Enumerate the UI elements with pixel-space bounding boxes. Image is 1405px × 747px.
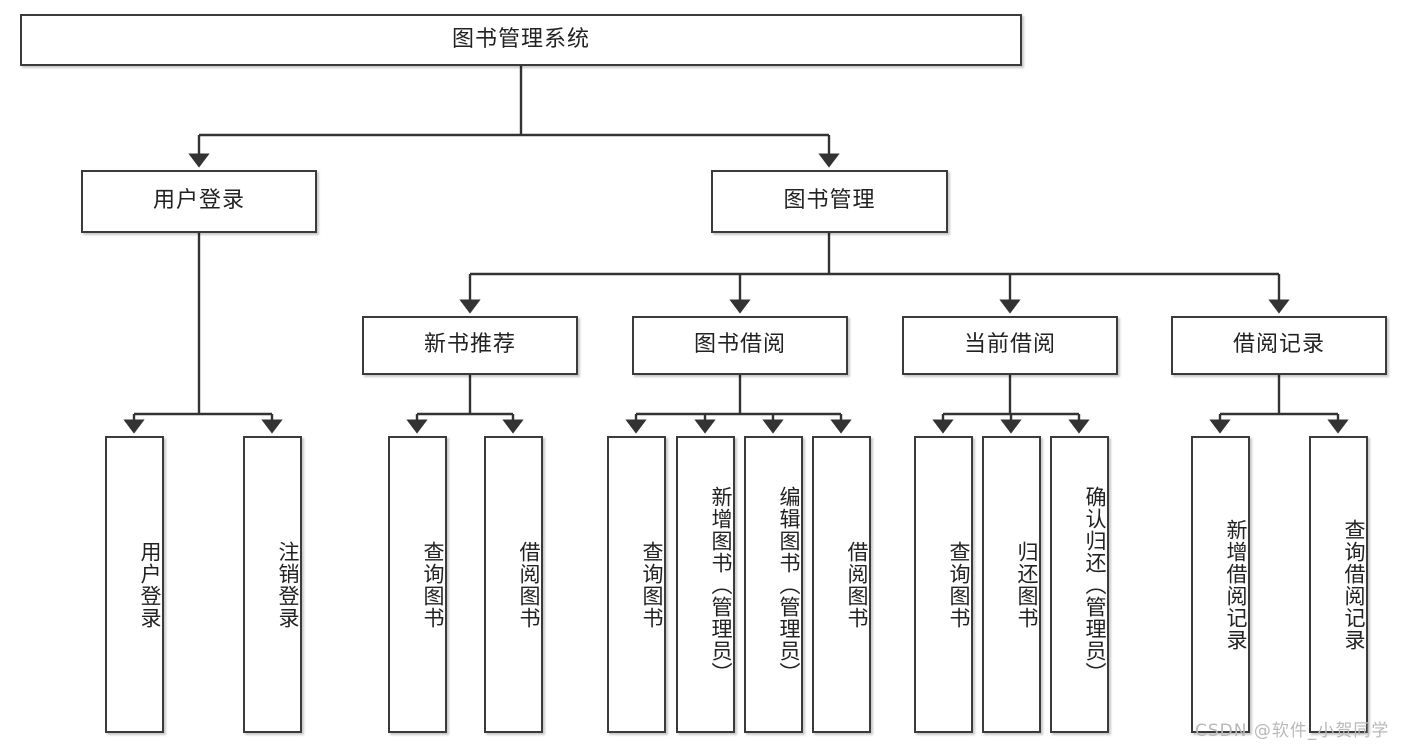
- node-leaf-return-book[interactable]: 归还图书: [982, 436, 1041, 733]
- node-label: 借阅图书: [845, 540, 869, 629]
- node-root-system[interactable]: 图书管理系统: [20, 14, 1022, 66]
- node-leaf-query-borrow-record[interactable]: 查询借阅记录: [1309, 436, 1368, 733]
- node-label: 查询图书: [421, 540, 445, 629]
- node-label: 用户登录: [152, 188, 245, 214]
- node-book-borrow[interactable]: 图书借阅: [632, 316, 848, 375]
- node-leaf-query-book-3[interactable]: 查询图书: [914, 436, 973, 733]
- node-label: 借阅图书: [517, 540, 541, 629]
- node-leaf-add-borrow-record[interactable]: 新增借阅记录: [1191, 436, 1250, 733]
- node-leaf-confirm-return[interactable]: 确认归还（管理员）: [1050, 436, 1109, 733]
- node-leaf-borrow-book-1[interactable]: 借阅图书: [484, 436, 543, 733]
- node-book-management[interactable]: 图书管理: [711, 170, 948, 233]
- node-leaf-user-login[interactable]: 用户登录: [105, 436, 164, 733]
- csdn-watermark: CSDN @软件_小贺同学: [1195, 721, 1390, 741]
- node-label: 用户登录: [138, 540, 162, 629]
- node-label: 确认归还（管理员）: [1083, 485, 1107, 684]
- node-borrow-record[interactable]: 借阅记录: [1171, 316, 1387, 375]
- node-user-login[interactable]: 用户登录: [81, 170, 317, 233]
- node-label: 当前借阅: [963, 332, 1056, 358]
- node-leaf-add-book[interactable]: 新增图书（管理员）: [676, 436, 735, 733]
- node-leaf-logout-login[interactable]: 注销登录: [243, 436, 302, 733]
- node-leaf-query-book-1[interactable]: 查询图书: [388, 436, 447, 733]
- node-label: 归还图书: [1015, 540, 1039, 629]
- node-current-borrow[interactable]: 当前借阅: [902, 316, 1118, 375]
- node-label: 图书借阅: [693, 332, 786, 358]
- node-label: 新书推荐: [423, 332, 516, 358]
- node-label: 图书管理: [783, 188, 876, 214]
- node-label: 查询图书: [640, 540, 664, 629]
- node-new-book-recommend[interactable]: 新书推荐: [362, 316, 578, 375]
- node-label: 注销登录: [276, 540, 300, 629]
- node-label: 新增图书（管理员）: [709, 485, 733, 684]
- node-label: 图书管理系统: [451, 26, 590, 52]
- node-leaf-edit-book[interactable]: 编辑图书（管理员）: [744, 436, 803, 733]
- node-leaf-query-book-2[interactable]: 查询图书: [607, 436, 666, 733]
- node-label: 借阅记录: [1232, 332, 1325, 358]
- node-label: 新增借阅记录: [1224, 518, 1248, 651]
- node-label: 编辑图书（管理员）: [777, 485, 801, 684]
- node-leaf-borrow-book-2[interactable]: 借阅图书: [812, 436, 871, 733]
- node-label: 查询借阅记录: [1342, 518, 1366, 651]
- node-label: 查询图书: [947, 540, 971, 629]
